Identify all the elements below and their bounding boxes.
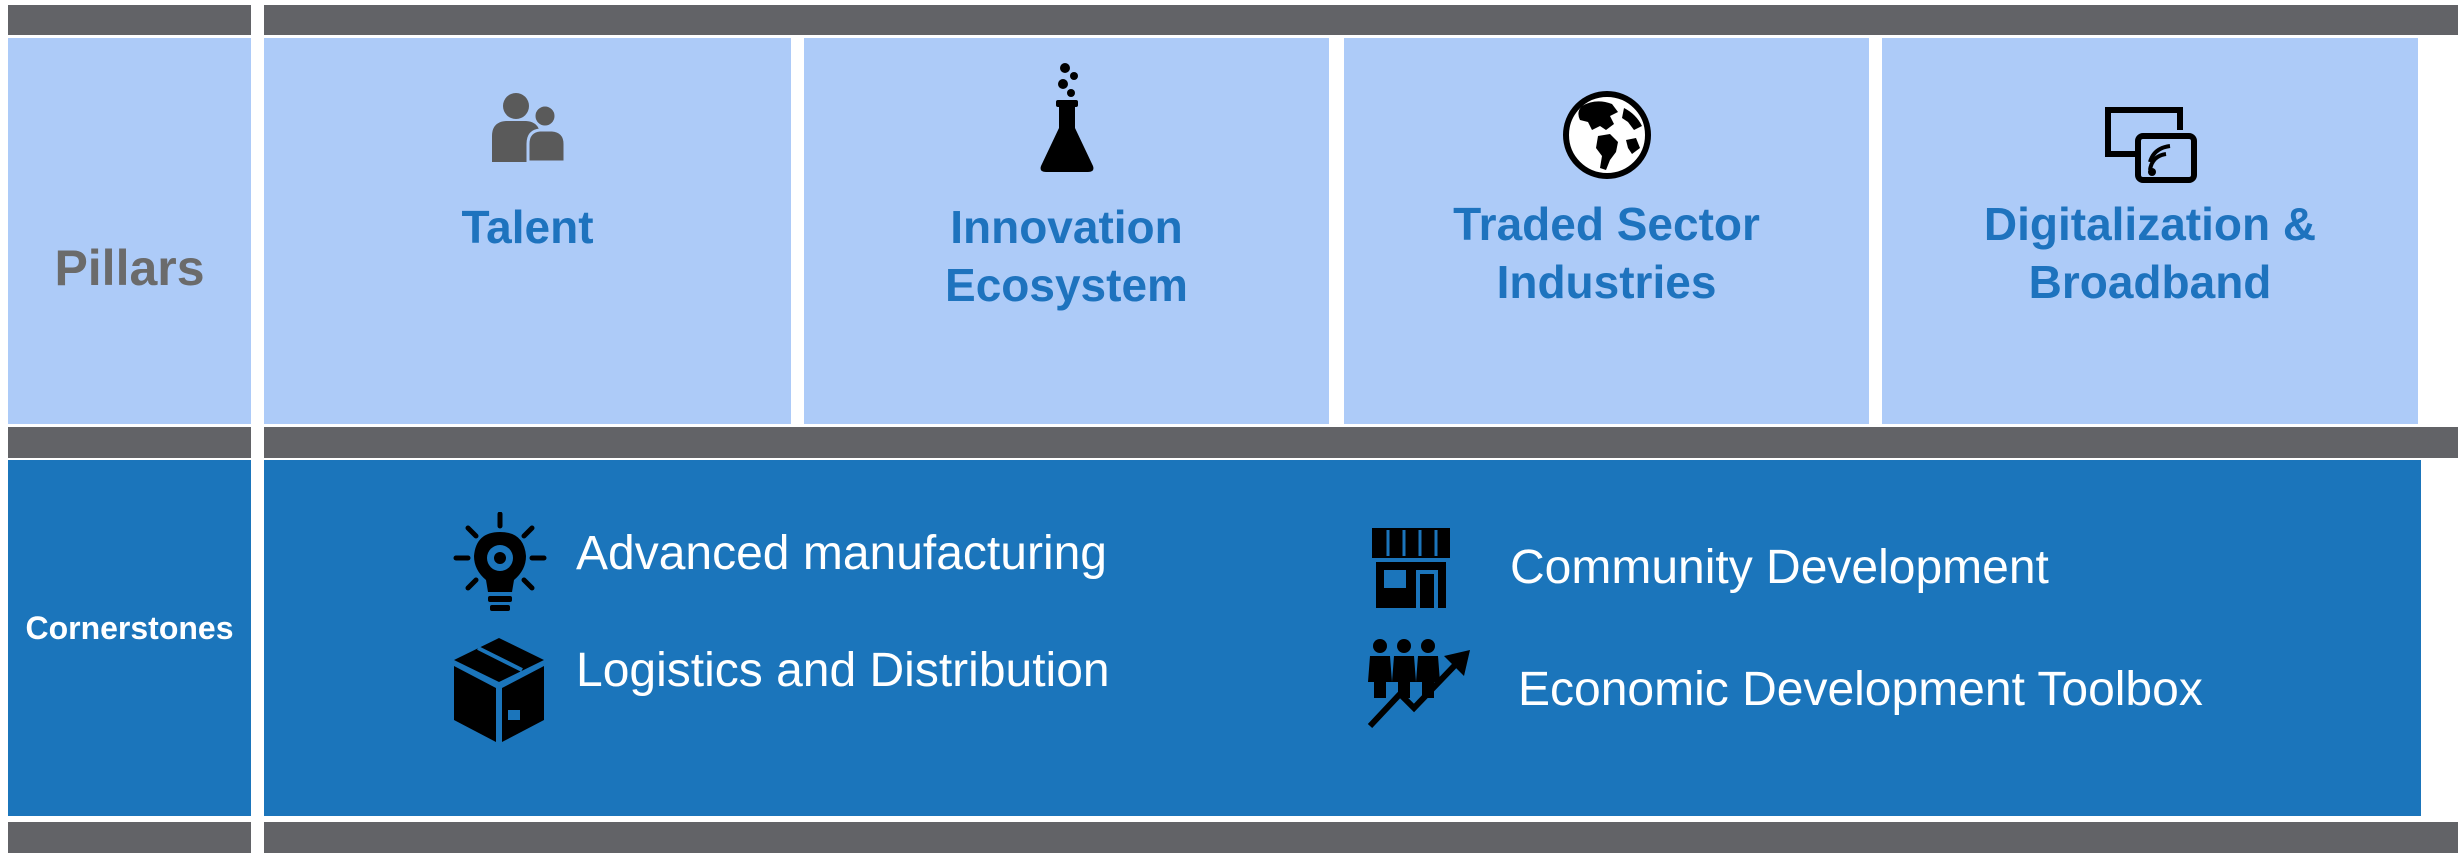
globe-icon — [1344, 90, 1869, 180]
pillar-title-digitalization-broadband: Digitalization & Broadband — [1983, 198, 2317, 308]
pillar-title-traded-sector-industries: Traded Sector Industries — [1453, 198, 1760, 308]
pillar-title-talent: Talent — [461, 201, 594, 253]
bottom-bar-main — [264, 822, 2458, 853]
cornerstone-label-advanced-manufacturing: Advanced manufacturing — [576, 526, 1107, 580]
flask-icon — [804, 62, 1329, 174]
cornerstone-economic-development-toolbox: Economic Development Toolbox — [1366, 638, 2203, 730]
people-icon — [264, 90, 791, 162]
storefront-icon — [1368, 524, 1454, 610]
cornerstone-label-economic-development-toolbox: Economic Development Toolbox — [1518, 662, 2203, 716]
pillar-digitalization-broadband: Digitalization & Broadband — [1882, 38, 2418, 424]
cornerstone-label-logistics-distribution: Logistics and Distribution — [576, 643, 1110, 697]
cornerstone-logistics-distribution: Logistics and Distribution — [452, 636, 1110, 744]
cornerstones-label-cell: Cornerstones — [8, 460, 251, 816]
pillars-label: Pillars — [54, 240, 205, 296]
bottom-bar-left — [8, 822, 251, 853]
cornerstone-community-development: Community Development — [1368, 524, 2049, 610]
box-icon — [452, 636, 546, 744]
cornerstones-label: Cornerstones — [25, 610, 234, 646]
cornerstone-advanced-manufacturing: Advanced manufacturing — [452, 511, 1107, 618]
people-growth-icon — [1366, 638, 1476, 730]
lightbulb-gear-icon — [452, 511, 548, 618]
top-bar-left — [8, 5, 251, 35]
middle-bar-main — [264, 427, 2458, 458]
pillar-talent: Talent — [264, 38, 791, 424]
pillar-innovation-ecosystem: Innovation Ecosystem — [804, 38, 1329, 424]
cornerstones-band — [264, 460, 2421, 816]
pillars-label-cell: Pillars — [8, 38, 251, 424]
screen-cast-icon — [1882, 104, 2418, 186]
pillar-traded-sector-industries: Traded Sector Industries — [1344, 38, 1869, 424]
top-bar-main — [264, 5, 2458, 35]
pillar-title-innovation-ecosystem: Innovation Ecosystem — [945, 201, 1188, 311]
cornerstone-label-community-development: Community Development — [1510, 540, 2049, 594]
middle-bar-left — [8, 427, 251, 458]
